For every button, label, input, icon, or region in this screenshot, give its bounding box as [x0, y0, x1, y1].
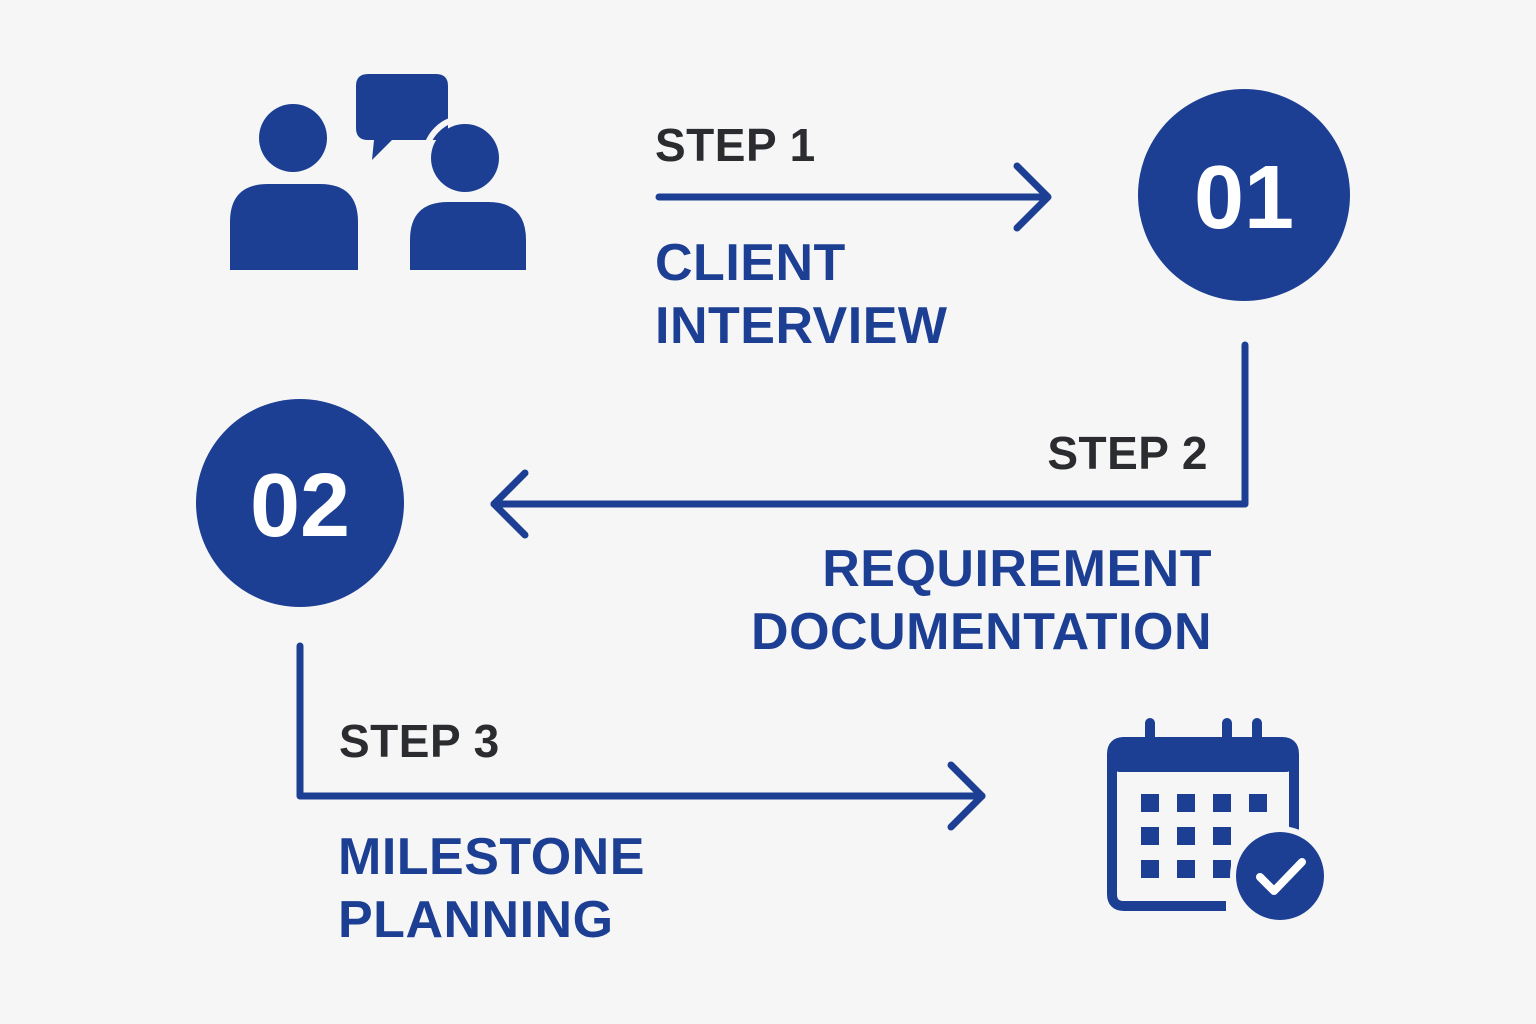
calendar-check-icon	[1107, 718, 1330, 926]
step-number-badge-02: 02	[196, 399, 404, 607]
step-3-title: MILESTONE PLANNING	[338, 826, 645, 952]
step-number-badge-01: 01	[1138, 89, 1350, 301]
step-2-title-line-1: REQUIREMENT	[822, 540, 1212, 598]
step-3-title-line-1: MILESTONE	[338, 828, 645, 886]
step-number-02: 02	[250, 456, 350, 556]
step-2-title: REQUIREMENT DOCUMENTATION	[751, 538, 1212, 664]
step-1-title: CLIENT INTERVIEW	[655, 232, 947, 358]
step-number-01: 01	[1194, 148, 1294, 248]
arrow-step-2	[490, 341, 1249, 539]
step-3-title-line-2: PLANNING	[338, 891, 614, 949]
step-1-label: STEP 1	[655, 119, 816, 171]
step-3-label: STEP 3	[339, 715, 500, 767]
step-2-title-line-2: DOCUMENTATION	[751, 603, 1212, 661]
step-1-title-line-1: CLIENT	[655, 234, 846, 292]
people-conversation-icon	[230, 74, 526, 270]
step-2-label: STEP 2	[1047, 427, 1208, 479]
arrow-step-3	[296, 642, 986, 831]
step-1-title-line-2: INTERVIEW	[655, 297, 948, 355]
arrow-step-1	[655, 162, 1052, 232]
